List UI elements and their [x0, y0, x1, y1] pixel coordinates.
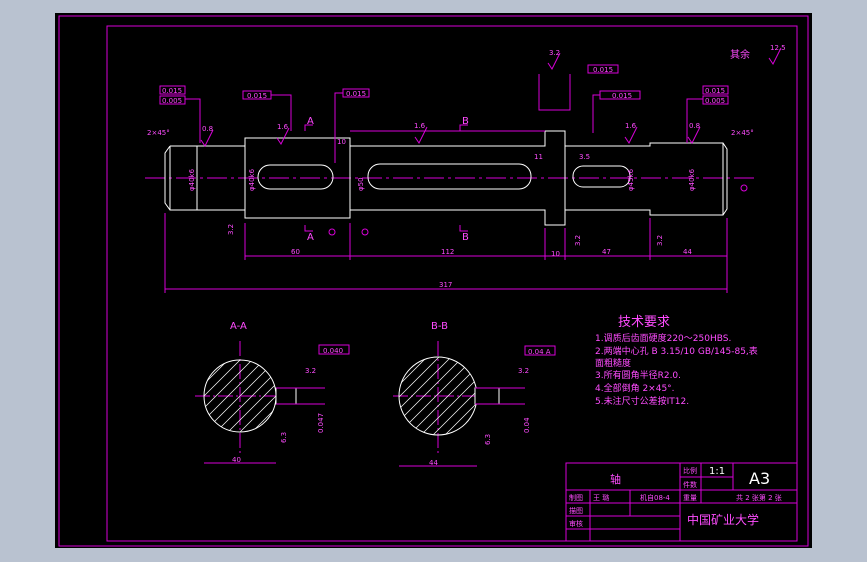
dim-60: 60	[291, 248, 300, 256]
shaft-outline	[164, 130, 728, 226]
dim-47: 47	[602, 248, 611, 256]
ra-63a: 6.3	[280, 432, 288, 443]
tol-1: 0.015	[162, 87, 182, 95]
roughness-symbols	[200, 47, 782, 147]
ra-16b: 1.6	[414, 122, 426, 130]
design-label: 描图	[569, 506, 583, 515]
tech-req-4: 4.全部倒角 2×45°.	[595, 382, 675, 394]
tech-req-2: 2.两端中心孔 B 3.15/10 GB/145-85,表	[595, 345, 758, 357]
ra-63b: 6.3	[484, 434, 492, 445]
keyway-right	[572, 165, 631, 188]
sec-a-depth: 0.047	[317, 413, 325, 433]
tol-8: 0.005	[705, 97, 725, 105]
sec-b-top: B	[462, 116, 469, 127]
tol-2: 0.005	[162, 97, 182, 105]
tol-6: 0.015	[612, 92, 632, 100]
chamfer-left: 2×45°	[147, 129, 170, 137]
section-aa	[195, 341, 325, 464]
tech-req-heading: 技术要求	[618, 315, 670, 330]
dia-a: φ40k6	[248, 168, 256, 191]
ra-32a: 3.2	[549, 49, 560, 57]
ra-32c: 3.2	[574, 235, 582, 246]
sec-b-tol: 0.04 A	[528, 348, 551, 356]
keyway-middle	[367, 163, 532, 190]
tol-3: 0.015	[247, 92, 267, 100]
tol-7: 0.015	[705, 87, 725, 95]
drawn-name: 王 璐	[593, 493, 609, 502]
ra-125: 12.5	[770, 44, 786, 52]
dim-11: 11	[534, 153, 543, 161]
chamfer-right: 2×45°	[731, 129, 754, 137]
review-label: 审核	[569, 519, 583, 528]
dim-3-5: 3.5	[579, 153, 590, 161]
sec-b-bot: B	[462, 232, 469, 243]
weight-label: 重量	[683, 494, 697, 502]
ra-32e: 3.2	[305, 367, 316, 375]
dia-c: φ45k6	[627, 168, 635, 191]
part-name: 轴	[610, 472, 621, 486]
ra-08a: 0.8	[202, 125, 213, 133]
dia-left: φ40k6	[188, 168, 196, 191]
dim-317: 317	[439, 281, 452, 289]
roughness-rest-label: 其余	[730, 48, 750, 61]
sheet-size: A3	[749, 469, 770, 488]
sheet-count: 共 2 张第 2 张	[736, 493, 782, 502]
section-bb	[393, 341, 525, 467]
sec-a-width: 40	[232, 456, 241, 464]
school-name: 中国矿业大学	[687, 512, 759, 527]
ra-32b: 3.2	[227, 224, 235, 235]
scale-label: 比例	[683, 466, 697, 475]
tech-req-3: 3.所有圆角半径R2.0.	[595, 369, 681, 381]
keyway-left	[257, 164, 334, 190]
sec-a-tol-frame	[318, 344, 350, 355]
bottom-dimensions	[164, 213, 728, 293]
section-aa-label: A-A	[230, 321, 247, 332]
dim-10: 10	[551, 250, 560, 258]
datum-a	[328, 228, 336, 236]
sec-a-tol: 0.040	[323, 347, 343, 355]
outer-border	[58, 15, 809, 547]
ra-16c: 1.6	[625, 122, 637, 130]
section-bb-label: B-B	[431, 321, 448, 332]
dia-b: φ50	[357, 177, 365, 191]
tol-5: 0.015	[593, 66, 613, 74]
ra-32f: 3.2	[518, 367, 529, 375]
drawing-canvas: 60 112 10 47 44 317 10 11 3.5 2×45° 2×45…	[55, 13, 812, 548]
inner-border	[106, 25, 798, 542]
drawn-label: 制图	[569, 493, 583, 502]
sec-a-top: A	[307, 116, 314, 127]
tolerance-frames	[159, 64, 729, 163]
sec-a-bot: A	[307, 232, 314, 243]
section-markers	[304, 124, 468, 232]
material-label: 件数	[683, 480, 697, 489]
title-block	[565, 462, 798, 542]
sec-b-width: 44	[429, 459, 438, 467]
dia-right: φ40k6	[688, 168, 696, 191]
sec-b-depth: 0.04	[523, 417, 531, 433]
cad-drawing: 60 112 10 47 44 317 10 11 3.5 2×45° 2×45…	[58, 15, 809, 547]
ra-08b: 0.8	[689, 122, 700, 130]
datum-b	[361, 228, 369, 236]
ra-16a: 1.6	[277, 123, 289, 131]
tech-req-1: 1.调质后齿面硬度220～250HBS.	[595, 332, 731, 344]
datum-c	[740, 184, 748, 192]
dim-44: 44	[683, 248, 692, 256]
tol-4: 0.015	[346, 90, 366, 98]
dim-10b: 10	[337, 138, 346, 146]
scale-value: 1:1	[709, 466, 725, 477]
dim-112: 112	[441, 248, 454, 256]
ra-32d: 3.2	[656, 235, 664, 246]
class-value: 机自08-4	[640, 493, 670, 502]
tech-req-5: 5.未注尺寸公差按IT12.	[595, 395, 689, 407]
sec-b-tol-frame	[524, 345, 556, 356]
tech-req-2b: 面粗糙度	[595, 357, 631, 369]
